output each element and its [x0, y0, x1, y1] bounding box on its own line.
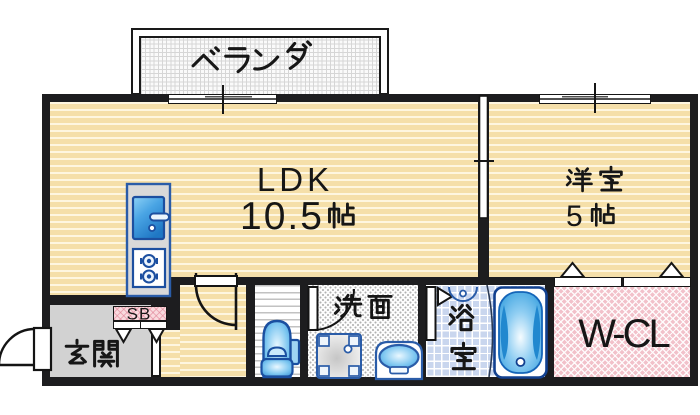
svg-text:LDK: LDK — [257, 161, 333, 198]
svg-text:W-CL: W-CL — [578, 312, 669, 356]
svg-text:SB: SB — [127, 305, 152, 324]
svg-text:5: 5 — [566, 200, 583, 233]
svg-text:10.5: 10.5 — [240, 195, 324, 238]
